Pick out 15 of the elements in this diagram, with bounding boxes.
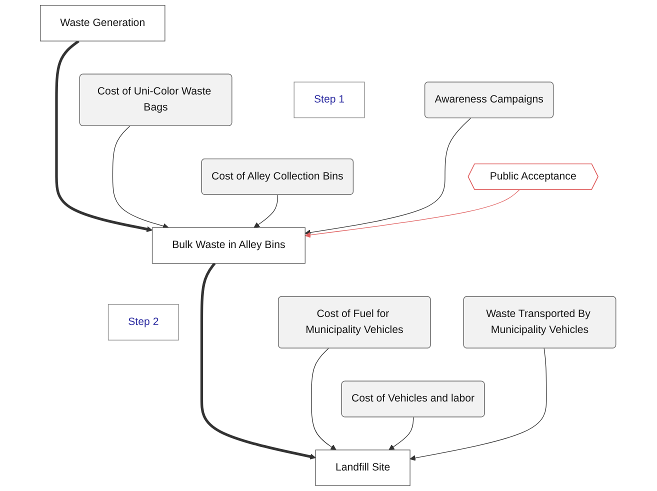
- arrow: [389, 416, 414, 450]
- node-box: [108, 304, 180, 340]
- node-box: [152, 227, 306, 264]
- node-box: [40, 4, 166, 42]
- arrow: [410, 348, 548, 461]
- arrow: [312, 348, 337, 450]
- arrow: [200, 262, 316, 460]
- arrow: [254, 194, 278, 228]
- arrow: [112, 126, 170, 229]
- node-box: [294, 82, 366, 118]
- arrow: [305, 118, 472, 236]
- node-box: [316, 450, 411, 486]
- flowchart-drawing: Waste Generation Cost of Uni-Color Waste Bags Step 1 Awareness Campaigns Cost of Alley Collection Bins Bulk Waste in Alley Bins Public Acceptance Step 2 Cost of Fuel for Municipality Vehicles Cost of Vehicles and labor Waste Transported By Municipality Vehicles Landfill Site: [35, 0, 622, 491]
- arrow: [305, 190, 520, 238]
- arrow: [56, 40, 153, 232]
